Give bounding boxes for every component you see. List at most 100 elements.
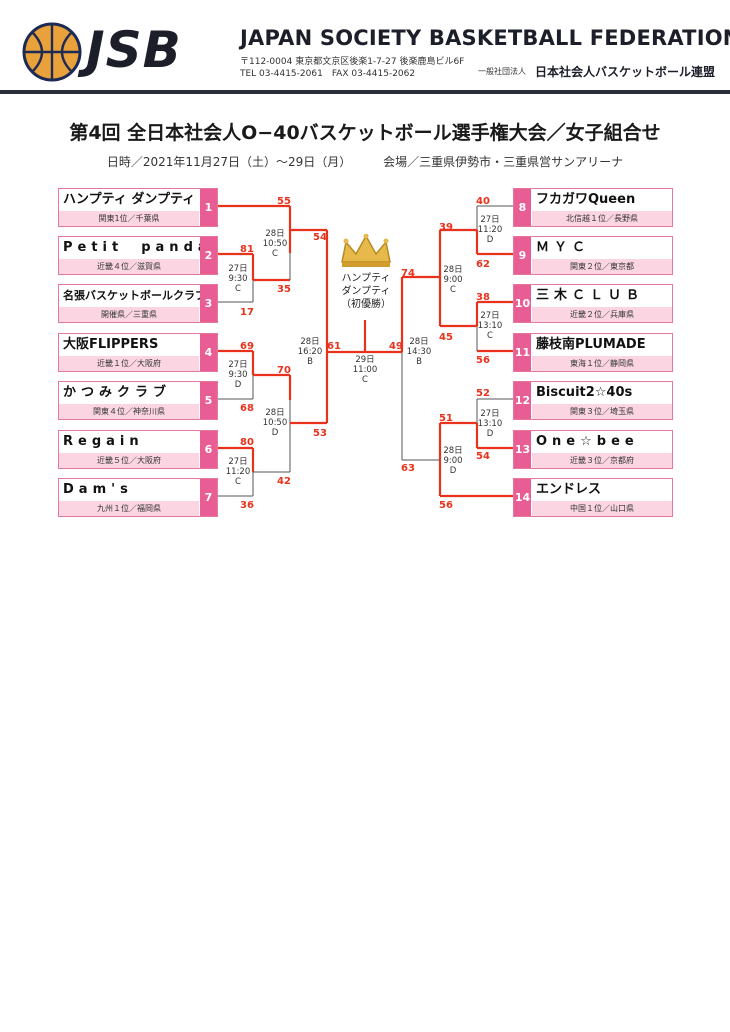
match-schedule: 9:00 bbox=[443, 275, 462, 285]
crown-icon bbox=[341, 233, 391, 267]
seed-badge: 14 bbox=[514, 479, 531, 516]
score: 56 bbox=[439, 500, 453, 511]
score: 38 bbox=[476, 292, 490, 303]
team-name: 三木ＣＬＵＢ bbox=[536, 288, 645, 303]
team-name: ＭＹＣ bbox=[536, 240, 591, 255]
score: 56 bbox=[476, 355, 490, 366]
team-name: かつみクラブ bbox=[63, 385, 172, 400]
score: 54 bbox=[476, 451, 490, 462]
match-schedule: C bbox=[362, 375, 368, 385]
score: 62 bbox=[476, 259, 490, 270]
match-schedule: 11:00 bbox=[353, 365, 378, 375]
champion-label: ハンプティ ダンプティ （初優勝） bbox=[341, 273, 391, 310]
match-schedule: 9:30 bbox=[228, 274, 247, 284]
match-schedule: 9:30 bbox=[228, 370, 247, 380]
match-schedule: 28日 bbox=[265, 229, 284, 239]
match-schedule: C bbox=[272, 249, 278, 259]
score: 49 bbox=[389, 341, 403, 352]
event-details: 日時／2021年11月27日（土）～29日（月） 会場／三重県伊勢市・三重県営サ… bbox=[0, 153, 730, 170]
team-region: 東海１位／静岡県 bbox=[532, 356, 672, 371]
score: 54 bbox=[313, 232, 327, 243]
seed-badge: 2 bbox=[200, 237, 217, 274]
org-type: 一般社団法人 bbox=[478, 67, 526, 76]
match-schedule: C bbox=[450, 285, 456, 295]
match-schedule: 27日 bbox=[480, 215, 499, 225]
score: 42 bbox=[277, 476, 291, 487]
match-schedule: 11:20 bbox=[478, 225, 503, 235]
match-schedule: 28日 bbox=[443, 265, 462, 275]
match-schedule: 10:50 bbox=[263, 239, 288, 249]
match-schedule: D bbox=[272, 428, 279, 438]
match-schedule: 29日 bbox=[355, 355, 374, 365]
match-schedule: 27日 bbox=[228, 360, 247, 370]
seed-badge: 3 bbox=[200, 285, 217, 322]
team-name: One☆bee bbox=[536, 434, 639, 449]
score: 63 bbox=[401, 463, 415, 474]
match-schedule: C bbox=[487, 331, 493, 341]
team-region: 関東４位／神奈川県 bbox=[59, 404, 199, 419]
match-schedule: B bbox=[307, 357, 313, 367]
header-divider bbox=[0, 90, 730, 94]
phone-fax: TEL 03-4415-2061 FAX 03-4415-2062 bbox=[240, 69, 416, 79]
team-region: 近畿２位／兵庫県 bbox=[532, 307, 672, 322]
match-schedule: 9:00 bbox=[443, 456, 462, 466]
federation-name: JAPAN SOCIETY BASKETBALL FEDERATION bbox=[240, 26, 730, 50]
seed-badge: 11 bbox=[514, 334, 531, 371]
team-region: 九州１位／福岡県 bbox=[59, 501, 199, 516]
team-region: 関東３位／埼玉県 bbox=[532, 404, 672, 419]
page-title: 第4回 全日本社会人O−40バスケットボール選手権大会／女子組合せ bbox=[69, 122, 661, 144]
seed-badge: 6 bbox=[200, 431, 217, 468]
match-schedule: 27日 bbox=[480, 311, 499, 321]
score: 70 bbox=[277, 365, 291, 376]
score: 81 bbox=[240, 244, 254, 255]
match-schedule: 28日 bbox=[443, 446, 462, 456]
match-schedule: 27日 bbox=[228, 457, 247, 467]
score: 69 bbox=[240, 341, 254, 352]
seed-badge: 12 bbox=[514, 382, 531, 419]
score: 61 bbox=[327, 341, 341, 352]
seed-badge: 8 bbox=[514, 189, 531, 226]
match-schedule: 27日 bbox=[480, 409, 499, 419]
team-name: 大阪FLIPPERS bbox=[63, 337, 159, 352]
address: 〒112-0004 東京都文京区後楽1-7-27 後楽鹿島ビル6F bbox=[240, 57, 465, 67]
score: 55 bbox=[277, 196, 291, 207]
team-name: 名張バスケットボールクラブ bbox=[63, 289, 203, 302]
match-schedule: 28日 bbox=[409, 337, 428, 347]
match-schedule: 28日 bbox=[265, 408, 284, 418]
team-region: 中国１位／山口県 bbox=[532, 501, 672, 516]
team-name: 藤枝南PLUMADE bbox=[536, 337, 646, 352]
score: 53 bbox=[313, 428, 327, 439]
team-name: Dam's bbox=[63, 482, 133, 497]
team-name: Regain bbox=[63, 434, 144, 449]
match-schedule: 27日 bbox=[228, 264, 247, 274]
team-region: 近畿１位／大阪府 bbox=[59, 356, 199, 371]
score: 80 bbox=[240, 437, 254, 448]
seed-badge: 7 bbox=[200, 479, 217, 516]
score: 74 bbox=[401, 268, 415, 279]
match-schedule: 13:10 bbox=[478, 321, 503, 331]
score: 17 bbox=[240, 307, 254, 318]
match-schedule: C bbox=[235, 477, 241, 487]
seed-badge: 13 bbox=[514, 431, 531, 468]
match-schedule: D bbox=[487, 429, 494, 439]
team-name: ハンプティ ダンプティ bbox=[63, 192, 196, 207]
team-name: Petit panda bbox=[63, 240, 203, 255]
team-region: 開催県／三重県 bbox=[59, 307, 199, 322]
score: 35 bbox=[277, 284, 291, 295]
team-region: 近畿３位／京都府 bbox=[532, 453, 672, 468]
score: 40 bbox=[476, 196, 490, 207]
team-region: 北信越１位／長野県 bbox=[532, 211, 672, 226]
event-dates: 日時／2021年11月27日（土）～29日（月） bbox=[106, 155, 352, 169]
seed-badge: 10 bbox=[514, 285, 531, 322]
